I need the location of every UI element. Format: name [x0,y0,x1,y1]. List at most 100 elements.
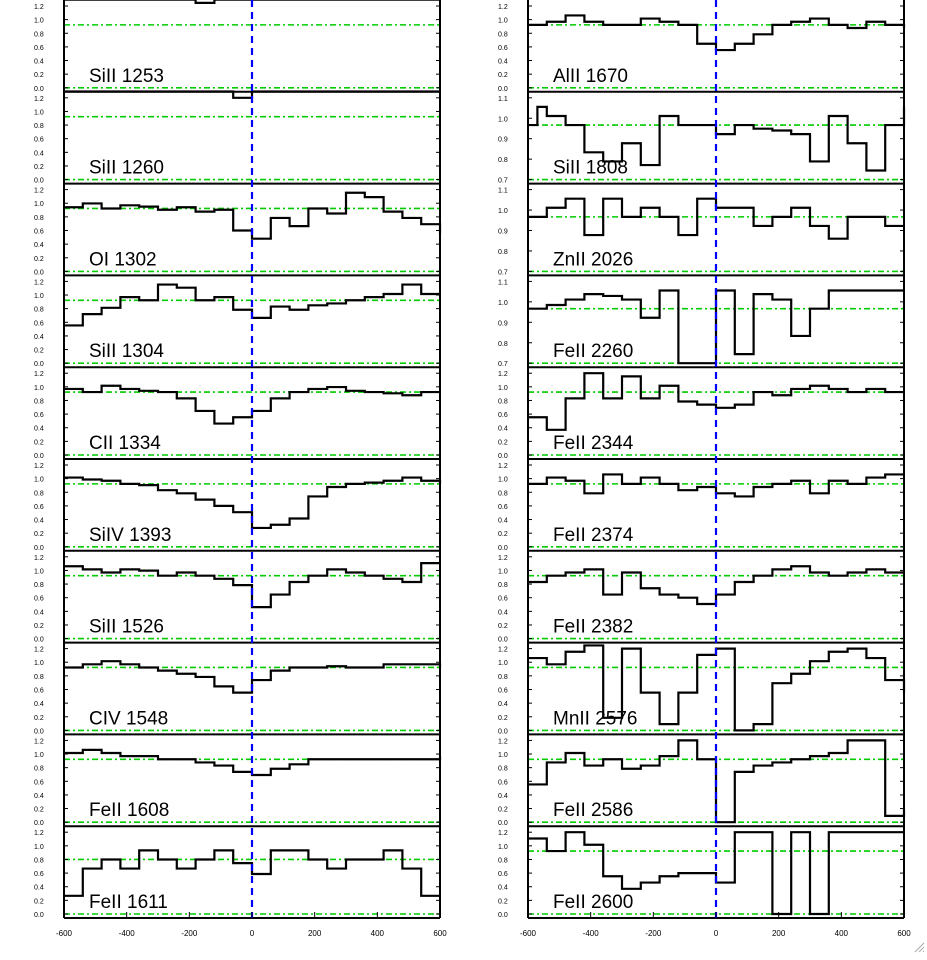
y-tick-label: 0.0 [498,637,508,644]
y-tick-label: 0.8 [34,490,44,497]
x-tick-label: 600 [897,929,911,938]
y-tick-label: 1.2 [34,555,44,562]
spectrum-line [528,565,904,606]
spectrum-line [64,748,442,777]
y-tick-label: 0.4 [34,150,44,157]
y-tick-label: 1.0 [498,752,508,759]
x-tick-label: -400 [119,929,136,938]
y-tick-label: 0.0 [498,728,508,735]
y-tick-label: 0.2 [34,72,44,79]
y-tick-label: 1.2 [498,647,508,654]
y-tick-label: 0.4 [34,885,44,892]
spectrum-line [528,289,904,365]
y-tick-label: 0.8 [34,582,44,589]
y-tick-label: 0.8 [34,398,44,405]
ion-label: SiIV 1393 [89,525,171,546]
x-tick-label: 400 [835,929,849,938]
y-tick-label: 0.6 [34,412,44,419]
y-tick-label: 1.1 [498,279,508,286]
y-tick-label: 1.0 [34,477,44,484]
y-tick-label: 0.6 [34,137,44,144]
y-tick-label: 1.0 [498,116,508,123]
y-tick-label: 0.4 [34,701,44,708]
y-tick-label: 1.0 [34,844,44,851]
x-tick-label: -400 [583,929,600,938]
y-tick-label: 0.8 [498,341,508,348]
x-tick-label: 200 [772,929,786,938]
y-tick-label: 1.0 [498,300,508,307]
y-tick-label: 0.6 [498,504,508,511]
y-tick-label: 0.4 [498,59,508,66]
y-tick-label: 0.2 [498,715,508,722]
y-tick-label: 0.4 [34,334,44,341]
y-tick-label: 1.2 [34,647,44,654]
y-tick-label: 0.8 [498,582,508,589]
ion-label: FeII 1608 [89,800,169,821]
y-tick-label: 0.0 [34,178,44,185]
y-tick-label: 1.2 [34,4,44,11]
y-tick-label: 0.0 [34,545,44,552]
x-tick-label: 200 [308,929,322,938]
spectrum-line [64,476,442,530]
y-tick-label: 0.8 [34,674,44,681]
y-tick-label: 0.0 [498,86,508,93]
ion-label: SiII 1253 [89,66,164,87]
x-tick-label: -200 [645,929,662,938]
y-tick-label: 0.6 [498,779,508,786]
y-tick-label: 1.0 [498,208,508,215]
y-tick-label: 1.2 [34,371,44,378]
y-tick-label: 1.0 [34,752,44,759]
ion-label: FeII 2344 [553,433,634,454]
y-tick-label: 0.6 [34,596,44,603]
y-tick-label: 1.2 [498,830,508,837]
spectrum-line [528,372,904,431]
y-tick-label: 0.8 [34,766,44,773]
spectrum-line [64,191,442,240]
y-tick-label: 0.2 [34,256,44,263]
y-tick-label: 0.6 [34,320,44,327]
y-tick-label: 0.6 [34,688,44,695]
y-tick-label: 0.4 [34,59,44,66]
spectrum-line [528,473,904,498]
y-tick-label: 0.0 [34,728,44,735]
y-tick-label: 1.0 [34,293,44,300]
resize-grip-icon[interactable] [913,941,925,953]
y-tick-label: 0.6 [498,688,508,695]
x-tick-label: -600 [520,929,537,938]
y-tick-label: 0.2 [34,715,44,722]
spectrum-line [528,831,904,916]
y-tick-label: 0.2 [498,898,508,905]
y-tick-label: 0.8 [498,249,508,256]
ion-label: CII 1334 [89,433,161,454]
ion-label: ZnII 2026 [553,249,633,270]
ion-label: FeII 1611 [89,892,168,913]
y-tick-label: 0.6 [34,229,44,236]
y-tick-label: 0.0 [34,269,44,276]
y-tick-label: 0.4 [498,518,508,525]
y-tick-label: 1.0 [498,18,508,25]
spectrum-line [528,197,904,240]
y-tick-label: 0.4 [498,885,508,892]
y-tick-label: 0.6 [34,871,44,878]
y-tick-label: 0.0 [34,820,44,827]
y-tick-label: 1.2 [498,738,508,745]
y-tick-label: 0.7 [498,361,508,368]
spectrum-line [64,849,440,897]
ion-label: OI 1302 [89,249,157,270]
y-tick-label: 0.6 [34,45,44,52]
y-tick-label: 0.2 [34,623,44,630]
y-tick-label: 0.4 [498,426,508,433]
y-tick-label: 0.4 [498,701,508,708]
